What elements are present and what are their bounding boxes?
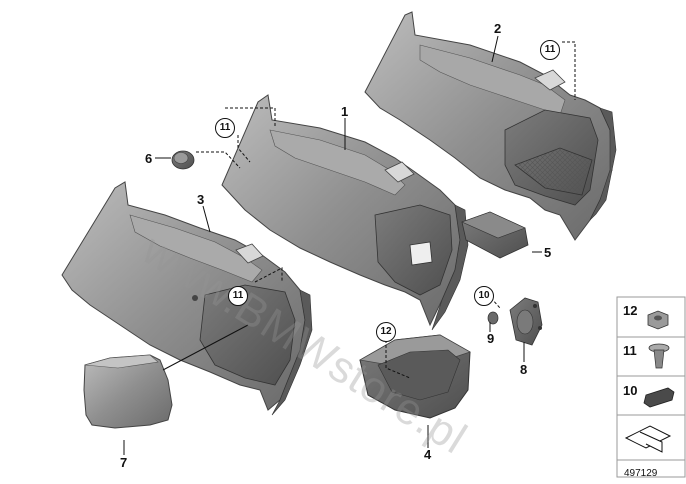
part-2-side-trim-right bbox=[364, 11, 617, 241]
circled-callout-11-right: 11 bbox=[540, 40, 560, 60]
part-9-plug bbox=[487, 311, 499, 325]
part-1-side-trim-middle bbox=[221, 94, 469, 331]
callout-4: 4 bbox=[424, 447, 432, 462]
callout-2: 2 bbox=[494, 21, 502, 36]
legend-number-11: 11 bbox=[623, 343, 637, 358]
diagram-id: 497129 bbox=[624, 468, 658, 479]
callout-7: 7 bbox=[120, 455, 128, 470]
callout-1: 1 bbox=[341, 104, 349, 119]
part-5-bracket bbox=[461, 211, 529, 259]
part-6-grommet bbox=[171, 150, 195, 170]
leader-lines bbox=[123, 35, 576, 455]
part-8-grille bbox=[509, 297, 543, 346]
callout-9: 9 bbox=[487, 331, 495, 346]
plug-icon bbox=[643, 387, 675, 408]
legend-box bbox=[616, 296, 686, 478]
circled-callout-11-middle: 11 bbox=[215, 118, 235, 138]
clip-icon bbox=[648, 343, 670, 369]
legend-number-12: 12 bbox=[623, 303, 638, 318]
sheet-arrow-icon bbox=[624, 425, 672, 453]
nut-icon bbox=[647, 310, 669, 330]
circled-callout-11-left: 11 bbox=[228, 286, 248, 306]
part-3-side-trim-left bbox=[61, 181, 313, 416]
callout-8: 8 bbox=[520, 362, 528, 377]
legend-number-10: 10 bbox=[623, 383, 638, 398]
part-4-storage-tray bbox=[358, 334, 471, 419]
circled-callout-12: 12 bbox=[376, 322, 396, 342]
callout-3: 3 bbox=[197, 192, 205, 207]
callout-6: 6 bbox=[145, 151, 153, 166]
callout-5: 5 bbox=[544, 245, 552, 260]
part-7-cover-flap bbox=[83, 354, 173, 429]
circled-callout-10: 10 bbox=[474, 286, 494, 306]
